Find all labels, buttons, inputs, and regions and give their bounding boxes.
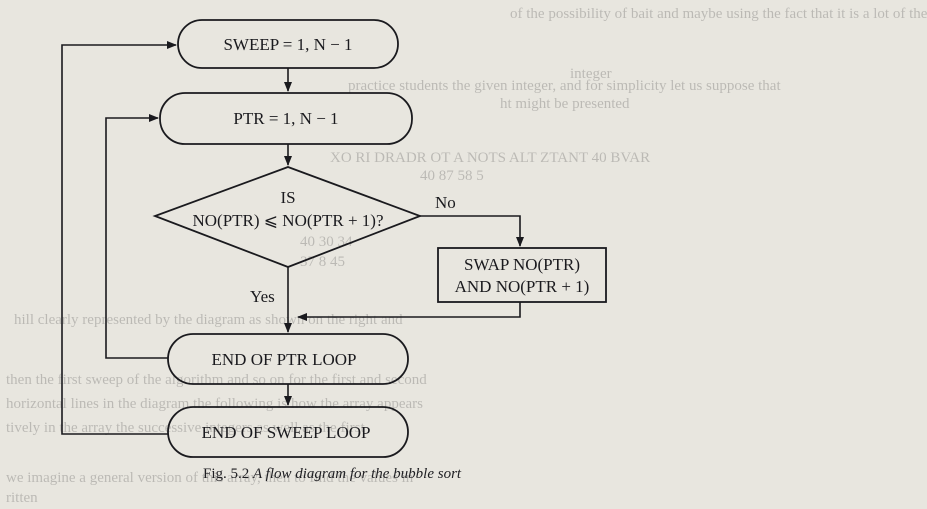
end-ptr-shape [167, 333, 409, 385]
end-ptr-node: END OF PTR LOOP [167, 333, 409, 385]
decision-diamond [152, 166, 423, 268]
ptr-start-shape [159, 92, 413, 145]
end-ptr-label: END OF PTR LOOP [212, 350, 357, 369]
swap-label-line2: AND NO(PTR + 1) [455, 277, 590, 296]
arrow-swap-return [297, 302, 521, 321]
swap-label-line1: SWAP NO(PTR) [464, 255, 580, 274]
figure-title: A flow diagram for the bubble sort [253, 466, 462, 482]
swap-box [437, 247, 607, 303]
decision-label-line1: IS [280, 188, 295, 207]
end-sweep-label: END OF SWEEP LOOP [202, 423, 371, 442]
connectors [61, 41, 524, 435]
swap-node: SWAP NO(PTR) AND NO(PTR + 1) [437, 247, 607, 303]
figure-number: Fig. 5.2 [203, 466, 250, 482]
decision-node: IS NO(PTR) ⩽ NO(PTR + 1)? [152, 166, 423, 268]
end-sweep-node: END OF SWEEP LOOP [167, 406, 409, 458]
figure-caption: Fig. 5.2 A flow diagram for the bubble s… [203, 466, 503, 483]
sweep-start-node: SWEEP = 1, N − 1 [177, 19, 399, 69]
end-sweep-shape [167, 406, 409, 458]
sweep-start-label: SWEEP = 1, N − 1 [223, 35, 352, 54]
arrow-decision-no-to-swap [420, 215, 524, 247]
no-branch-label: No [435, 193, 456, 212]
arrow-ptr-loop-back [105, 114, 168, 359]
ptr-start-node: PTR = 1, N − 1 [159, 92, 413, 145]
yes-branch-label: Yes [250, 287, 275, 306]
sweep-start-shape [177, 19, 399, 69]
arrow-sweep-loop-back [61, 41, 177, 435]
bubble-sort-flow-diagram: SWEEP = 1, N − 1 PTR = 1, N − 1 IS NO(PT… [61, 19, 607, 458]
decision-label-line2: NO(PTR) ⩽ NO(PTR + 1)? [193, 211, 384, 230]
ptr-start-label: PTR = 1, N − 1 [233, 109, 338, 128]
